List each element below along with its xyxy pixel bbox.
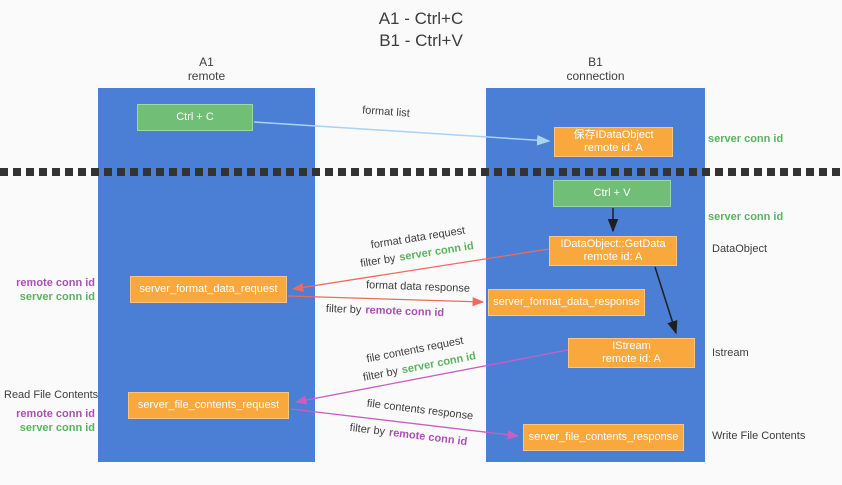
- arrow-format-data-response-line: [287, 295, 485, 307]
- node-istream-line1: IStream: [612, 339, 651, 352]
- side-label-server-conn-id-top: server conn id: [708, 133, 784, 145]
- node-idataobject-getdata: IDataObject::GetData remote id: A: [549, 236, 677, 266]
- node-server-format-data-response: server_format_data_response: [488, 289, 645, 316]
- side-label-write-file-contents: Write File Contents: [712, 430, 806, 442]
- diagram-title: A1 - Ctrl+C B1 - Ctrl+V: [0, 8, 842, 52]
- node-save-idataobject-line1: 保存IDataObject: [573, 128, 654, 141]
- arrow-getdata-to-istream-line: [654, 266, 678, 335]
- side-label-server-conn-id-2: server conn id: [19, 422, 95, 434]
- side-label-server-conn-id-1: server conn id: [19, 291, 95, 303]
- node-server-format-data-request: server_format_data_request: [130, 276, 287, 303]
- lane-a1-name: A1: [199, 55, 214, 69]
- side-label-server-conn-id-mid: server conn id: [708, 211, 784, 223]
- side-label-remote-conn-id-2: remote conn id: [16, 408, 95, 420]
- node-getdata-line1: IDataObject::GetData: [560, 237, 666, 250]
- side-label-istream: Istream: [712, 347, 749, 359]
- node-istream: IStream remote id: A: [568, 338, 695, 368]
- arrow-file-contents-response-line: [290, 408, 520, 440]
- arrow-format-list-line: [253, 121, 551, 146]
- side-label-dataobject: DataObject: [712, 243, 768, 255]
- node-ctrl-c: Ctrl + C: [137, 104, 253, 131]
- lane-header-b1-connection: B1 connection: [486, 55, 705, 83]
- node-server-file-contents-request: server_file_contents_request: [128, 392, 289, 419]
- side-label-read-file-contents: Read File Contents: [4, 389, 99, 401]
- node-save-idataobject-line2: remote id: A: [584, 142, 643, 154]
- node-file-response-label: server_file_contents_response: [528, 430, 679, 443]
- node-ctrl-v-label: Ctrl + V: [593, 186, 631, 199]
- lane-b1-role: connection: [566, 69, 625, 83]
- node-server-file-contents-response: server_file_contents_response: [523, 424, 684, 451]
- node-getdata-line2: remote id: A: [583, 251, 643, 263]
- lane-header-a1-remote: A1 remote: [98, 55, 315, 83]
- node-format-response-label: server_format_data_response: [493, 295, 640, 308]
- arrow-format-data-request-line: [291, 248, 550, 292]
- node-format-request-label: server_format_data_request: [139, 282, 278, 295]
- arrow-file-contents-request-line: [294, 349, 569, 405]
- left-conn-id-group-1: remote conn id server conn id: [6, 276, 95, 304]
- title-line-b1: B1 - Ctrl+V: [379, 31, 463, 50]
- title-line-a1: A1 - Ctrl+C: [378, 9, 464, 28]
- side-label-remote-conn-id-1: remote conn id: [16, 277, 95, 289]
- node-ctrl-v: Ctrl + V: [553, 180, 671, 207]
- lane-b1-name: B1: [588, 55, 603, 69]
- node-save-idataobject: 保存IDataObject remote id: A: [554, 127, 673, 157]
- lane-a1-role: remote: [187, 69, 226, 83]
- filter-by-text: filter by: [325, 302, 362, 317]
- node-ctrl-c-label: Ctrl + C: [176, 110, 214, 123]
- dashed-separator: [0, 168, 842, 176]
- node-file-request-label: server_file_contents_request: [137, 398, 280, 411]
- node-istream-line2: remote id: A: [602, 353, 661, 365]
- left-conn-id-group-2: remote conn id server conn id: [6, 407, 95, 435]
